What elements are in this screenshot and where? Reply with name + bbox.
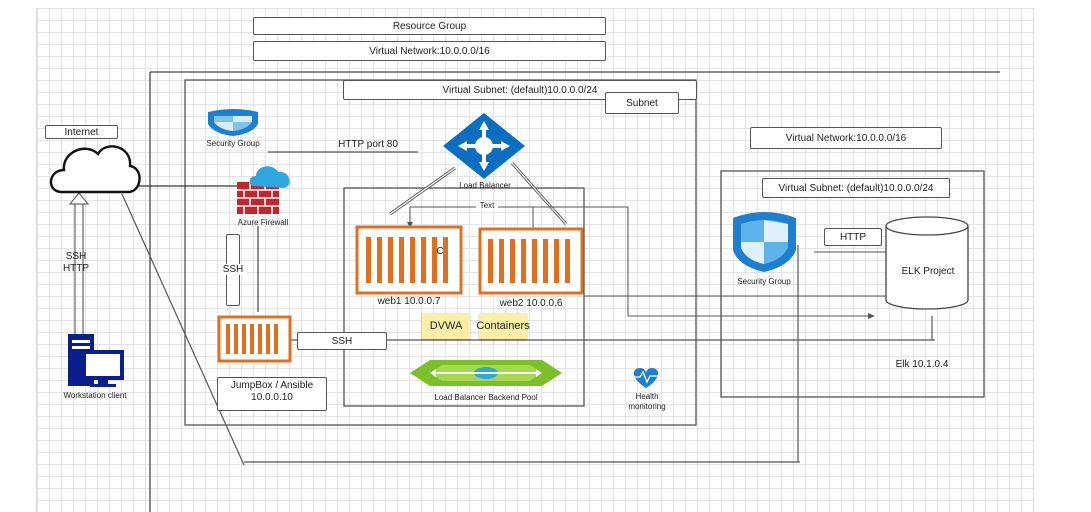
web1-label: web1 10.0.0.7 bbox=[377, 296, 441, 307]
internet-label: Internet bbox=[64, 126, 99, 138]
jumpbox-ip-label: 10.0.0.10 bbox=[251, 392, 293, 403]
right-http-box: HTTP bbox=[824, 228, 882, 246]
resource-group-label: Resource Group bbox=[392, 20, 467, 32]
workstation-label: Workstation client bbox=[63, 391, 127, 400]
http-port-label: HTTP port 80 bbox=[338, 139, 398, 150]
dvwa-label: DVWA bbox=[429, 320, 463, 332]
internet-box: Internet bbox=[45, 125, 118, 139]
monitoring-label: monitoring bbox=[628, 402, 666, 411]
ssh-horizontal-box: SSH bbox=[297, 332, 387, 350]
firewall-label: Azure Firewall bbox=[237, 218, 289, 227]
elk-project-label: ELK Project bbox=[901, 266, 955, 277]
text-label: Text bbox=[476, 201, 498, 210]
right-http-label: HTTP bbox=[839, 231, 867, 243]
left-subnet-title: Virtual Subnet: (default)10.0.0.0/24 bbox=[442, 84, 598, 96]
web2-label: web2 10.0.0.6 bbox=[499, 298, 563, 309]
ssh-vertical-label: SSH bbox=[219, 264, 247, 275]
containers-note: Containers bbox=[476, 313, 530, 339]
right-vnet-box: Virtual Network:10.0.0.0/16 bbox=[750, 127, 942, 149]
right-security-group-label: Security Group bbox=[737, 277, 791, 286]
load-balancer-label: Load Balancer bbox=[459, 181, 511, 190]
dvwa-note: DVWA bbox=[422, 313, 470, 339]
subnet-tag-label: Subnet bbox=[626, 97, 658, 109]
ext-http-label: HTTP bbox=[62, 263, 90, 274]
right-vnet-label: Virtual Network:10.0.0.0/16 bbox=[785, 132, 907, 144]
web-pool-frame bbox=[343, 187, 585, 407]
vnet-main-label: Virtual Network:10.0.0.0/16 bbox=[369, 45, 490, 57]
elk-ip-label: Elk 10.1.0.4 bbox=[895, 359, 949, 370]
health-label: Health bbox=[635, 392, 659, 401]
resource-group-box: Resource Group bbox=[253, 17, 606, 35]
c-label: C bbox=[436, 246, 444, 257]
internet-diagonal-link bbox=[121, 193, 245, 466]
ssh-arrow-head bbox=[68, 192, 90, 205]
backend-pool-label: Load Balancer Backend Pool bbox=[434, 393, 538, 402]
security-group-label: Security Group bbox=[206, 139, 260, 148]
vnet-main-box: Virtual Network:10.0.0.0/16 bbox=[253, 41, 606, 61]
ext-ssh-label: SSH bbox=[65, 251, 87, 262]
right-subnet-frame bbox=[720, 170, 985, 398]
containers-label: Containers bbox=[476, 320, 530, 332]
right-subnet-box: Virtual Subnet: (default)10.0.0.0/24 bbox=[762, 178, 950, 198]
right-subnet-label: Virtual Subnet: (default)10.0.0.0/24 bbox=[778, 182, 934, 194]
subnet-tag-box: Subnet bbox=[605, 92, 679, 114]
jumpbox-label: JumpBox / Ansible bbox=[230, 380, 314, 391]
jumpbox-box: JumpBox / Ansible 10.0.0.10 bbox=[217, 377, 327, 411]
ssh-horizontal-label: SSH bbox=[331, 335, 353, 347]
